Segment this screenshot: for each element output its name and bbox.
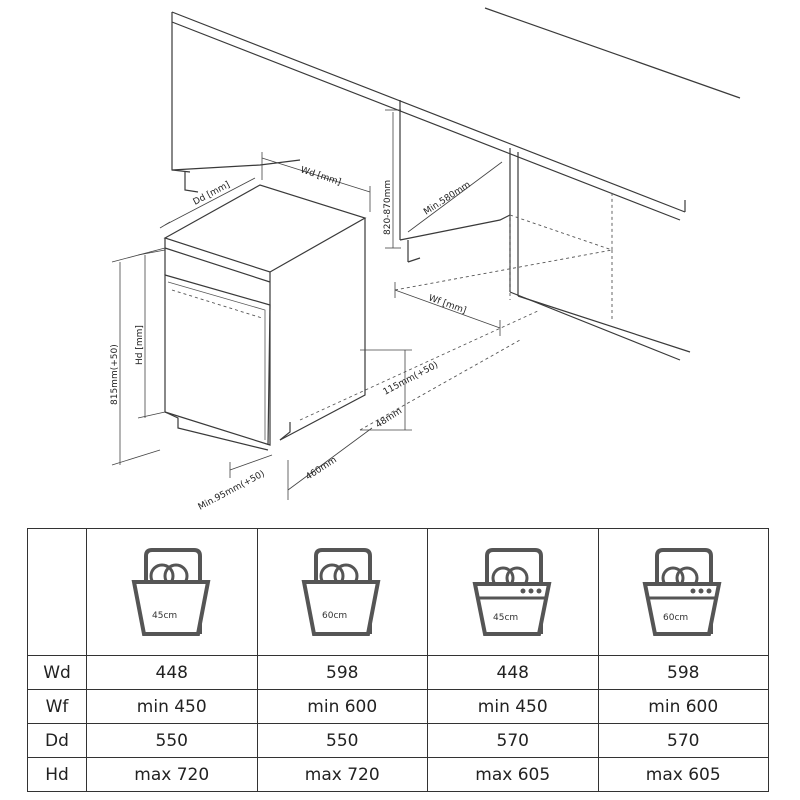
table-row: Wd 448 598 448 598 bbox=[27, 655, 769, 690]
row-label: Wd bbox=[27, 655, 87, 690]
integrated-dishwasher-icon: 45cm bbox=[131, 548, 211, 636]
kitchen-cabinets bbox=[171, 7, 741, 431]
table-row: Wf min 450 min 600 min 450 min 600 bbox=[27, 689, 769, 724]
installation-diagram: Wd [mm] Dd [mm] 820-870mm Min.580mm Wf [… bbox=[110, 7, 741, 513]
icon-cell: 60cm bbox=[597, 528, 769, 656]
table-cell: 598 bbox=[256, 655, 428, 690]
table-cell: 550 bbox=[256, 723, 428, 758]
table-cell: 550 bbox=[86, 723, 258, 758]
icon-cell: 45cm bbox=[427, 528, 599, 656]
dimension-labels: Wd [mm] Dd [mm] 820-870mm Min.580mm Wf [… bbox=[110, 165, 473, 512]
table-cell: 598 bbox=[597, 655, 769, 690]
table-cell: min 600 bbox=[256, 689, 428, 724]
table-cell: 570 bbox=[427, 723, 599, 758]
row-label: Wf bbox=[27, 689, 87, 724]
semi-integrated-dishwasher-icon: 45cm bbox=[472, 548, 552, 636]
size-label: 60cm bbox=[322, 611, 347, 621]
plinth-gap-label: 48mm bbox=[374, 406, 404, 430]
size-label: 60cm bbox=[663, 613, 688, 623]
table-cell: 570 bbox=[597, 723, 769, 758]
size-label: 45cm bbox=[493, 613, 518, 623]
dimension-lines bbox=[111, 109, 503, 500]
min-bottom-label: Min.95mm(+50) bbox=[197, 469, 267, 512]
table-row: Hd max 720 max 720 max 605 max 605 bbox=[27, 757, 769, 792]
wd-label: Wd [mm] bbox=[299, 165, 342, 187]
table-cell: max 720 bbox=[86, 757, 258, 792]
table-cell: max 605 bbox=[427, 757, 599, 792]
hd-label: Hd [mm] bbox=[135, 325, 145, 365]
dishwasher-unit bbox=[163, 184, 367, 451]
table-cell: min 600 bbox=[597, 689, 769, 724]
icon-row: 45cm 60cm 45cm bbox=[27, 528, 769, 656]
row-label: Dd bbox=[27, 723, 87, 758]
plinth-height-label: 115mm(+50) bbox=[382, 360, 440, 397]
min-depth-label: Min.580mm bbox=[422, 180, 472, 218]
wf-label: Wf [mm] bbox=[427, 293, 468, 316]
table-cell: min 450 bbox=[86, 689, 258, 724]
table-cell: max 720 bbox=[256, 757, 428, 792]
table-cell: max 605 bbox=[597, 757, 769, 792]
integrated-dishwasher-icon: 60cm bbox=[301, 548, 381, 636]
empty-corner-cell bbox=[27, 528, 87, 656]
table-cell: min 450 bbox=[427, 689, 599, 724]
height-range-label: 820-870mm bbox=[383, 180, 393, 235]
height-total-label: 815mm(+50) bbox=[110, 344, 120, 405]
dimension-table: 45cm 60cm 45cm bbox=[27, 528, 769, 792]
front-depth-label: 460mm bbox=[304, 455, 339, 482]
table-cell: 448 bbox=[86, 655, 258, 690]
table-row: Dd 550 550 570 570 bbox=[27, 723, 769, 758]
icon-cell: 60cm bbox=[256, 528, 428, 656]
row-label: Hd bbox=[27, 757, 87, 792]
semi-integrated-dishwasher-icon: 60cm bbox=[642, 548, 722, 636]
icon-cell: 45cm bbox=[86, 528, 258, 656]
size-label: 45cm bbox=[152, 611, 177, 621]
table-cell: 448 bbox=[427, 655, 599, 690]
